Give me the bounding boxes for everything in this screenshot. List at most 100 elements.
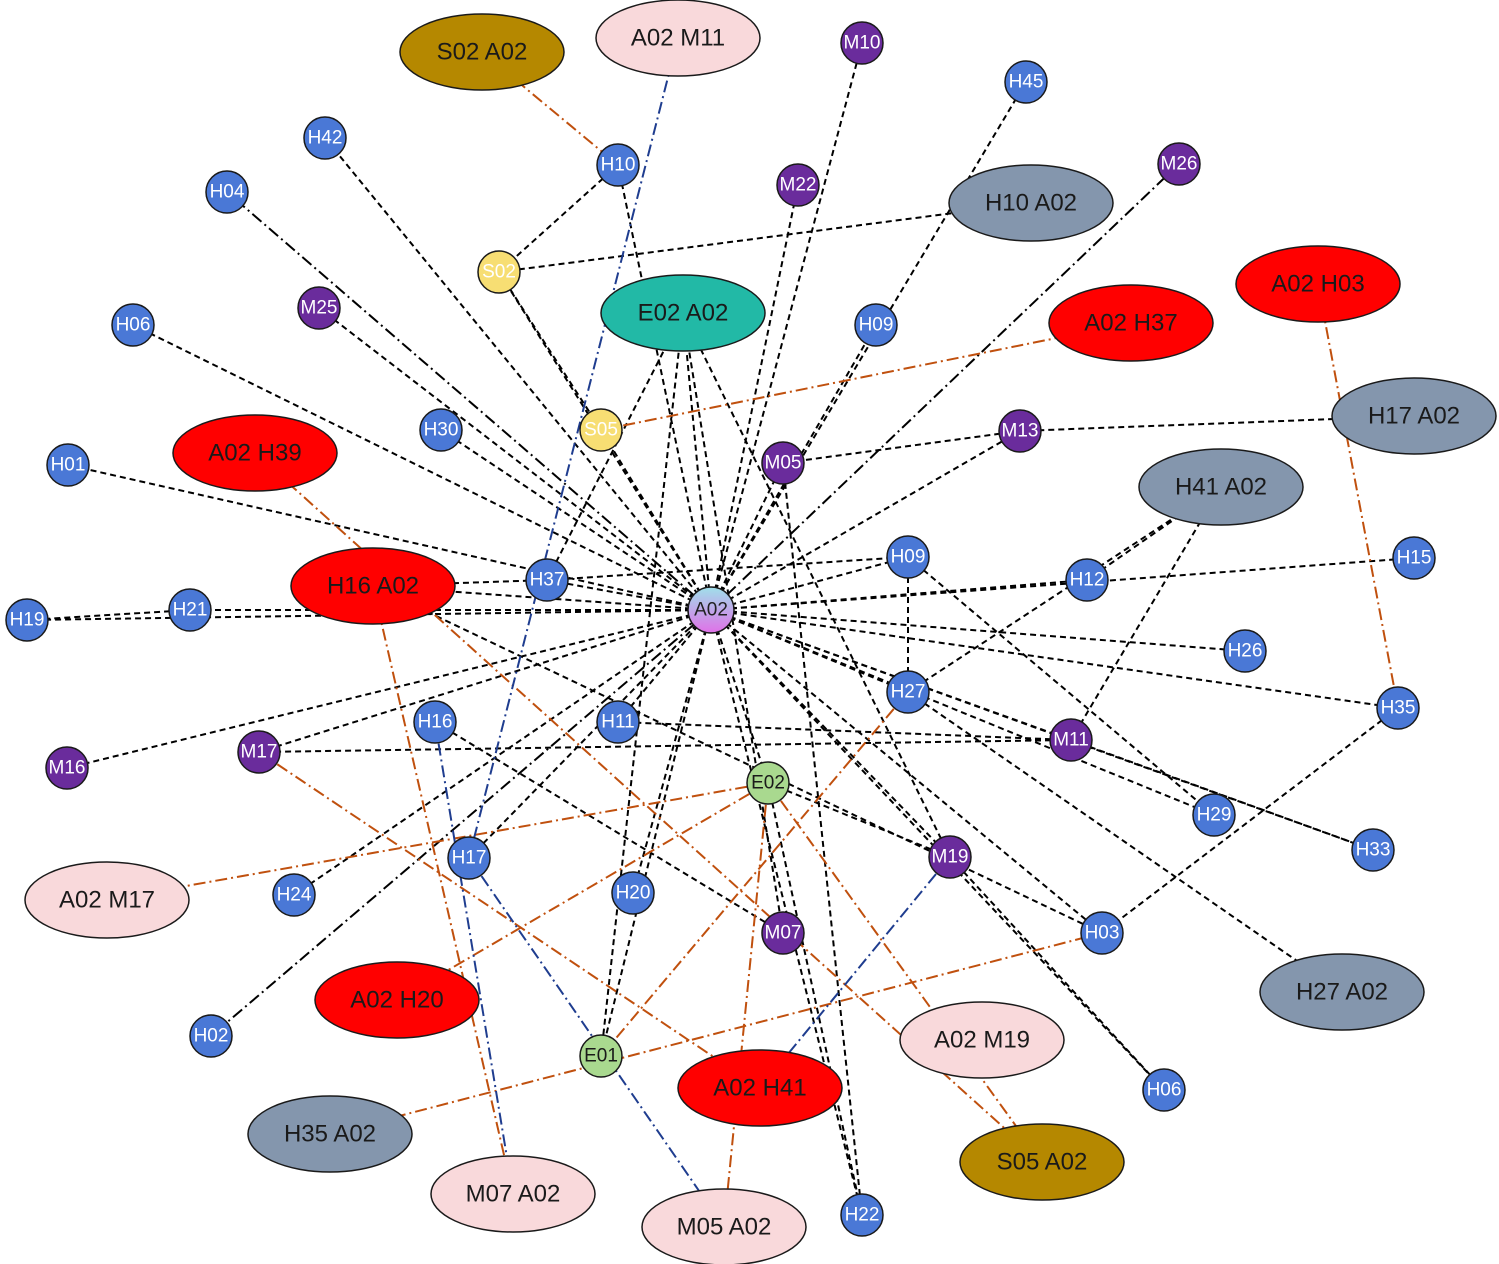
node-shape	[1235, 245, 1401, 323]
node-label: H19	[10, 610, 45, 631]
node-shape	[776, 163, 820, 207]
node-m16: M16	[45, 746, 89, 790]
edge-a02-m11-to-h17	[468, 37, 679, 859]
edge-h16-to-m07	[434, 721, 784, 934]
node-m10: M10	[840, 21, 884, 65]
edge-e02-to-h22	[767, 782, 863, 1216]
edge-h41-a02-to-h12	[1086, 486, 1222, 581]
edge-h10-to-s02	[498, 164, 619, 273]
node-shape	[290, 547, 456, 625]
node-label: A02 H03	[1271, 271, 1364, 298]
node-h45: H45	[1004, 60, 1048, 104]
node-a02-h37: A02 H37	[1048, 284, 1214, 362]
node-shape	[168, 588, 212, 632]
node-shape	[1049, 718, 1093, 762]
node-label: M07 A02	[466, 1181, 561, 1208]
node-label: A02 M17	[59, 887, 155, 914]
edge-a02-h20-to-e02	[396, 782, 769, 1001]
node-h09: H09	[886, 535, 930, 579]
edge-a02-to-h06	[132, 324, 712, 611]
node-label: H04	[210, 182, 245, 203]
node-shape	[677, 1049, 843, 1127]
node-h17: H17	[447, 836, 491, 880]
node-e02: E02	[746, 761, 790, 805]
edge-m05-to-h22	[782, 462, 863, 1216]
node-h09: H09	[854, 303, 898, 347]
nodes-layer: A02H10H42H04H06H01H30H09H45H37H21H19H09H…	[5, 0, 1497, 1264]
node-shape	[272, 873, 316, 917]
node-label: H42	[308, 128, 343, 149]
node-label: A02 H39	[208, 440, 301, 467]
node-label: H22	[845, 1205, 880, 1226]
node-label: E02	[751, 773, 785, 794]
node-a02-h39: A02 H39	[172, 414, 338, 492]
node-label: M13	[1002, 421, 1039, 442]
node-label: M11	[1053, 730, 1089, 751]
node-h30: H30	[419, 408, 463, 452]
edge-m11-to-h11	[617, 721, 1072, 741]
edge-a02-to-h15	[710, 557, 1415, 611]
node-m19: M19	[928, 835, 972, 879]
node-h27-a02: H27 A02	[1259, 953, 1425, 1031]
node-shape	[998, 409, 1042, 453]
edge-e02-a02-to-m19	[682, 312, 951, 858]
edge-h27-to-e01	[600, 691, 909, 1057]
node-label: H06	[116, 315, 151, 336]
node-label: H45	[1009, 72, 1044, 93]
node-m11: M11	[1049, 718, 1093, 762]
node-s05-a02: S05 A02	[959, 1123, 1125, 1201]
node-label: M07	[765, 923, 802, 944]
node-shape	[641, 1188, 807, 1264]
node-shape	[237, 730, 281, 774]
node-label: H09	[859, 315, 894, 336]
node-label: M05	[765, 453, 802, 474]
edge-a02-h03-to-h35	[1317, 283, 1399, 709]
node-shape	[189, 1014, 233, 1058]
node-shape	[205, 170, 249, 214]
node-label: M25	[301, 298, 338, 319]
edge-e02-a02-to-e01	[600, 312, 684, 1057]
node-shape	[111, 303, 155, 347]
node-h37: H37	[525, 558, 569, 602]
node-h10: H10	[596, 143, 640, 187]
node-label: H01	[51, 455, 86, 476]
edge-e02-to-m19	[767, 782, 951, 858]
edge-m13-to-m05	[782, 430, 1021, 464]
node-h02: H02	[189, 1014, 233, 1058]
edge-a02-to-m25	[318, 307, 712, 611]
edge-a02-to-m16	[66, 609, 712, 769]
node-label: H27	[891, 682, 926, 703]
node-a02-m19: A02 M19	[899, 1001, 1065, 1079]
edge-a02-to-m13	[710, 430, 1021, 611]
edge-m11-to-m17	[258, 739, 1072, 753]
node-shape	[45, 746, 89, 790]
node-h01: H01	[46, 443, 90, 487]
edge-h41-a02-to-m11	[1070, 486, 1222, 741]
node-label: H10	[601, 155, 636, 176]
node-shape	[840, 1193, 884, 1237]
edge-a02-to-e02	[710, 609, 769, 784]
node-label: H21	[173, 600, 208, 621]
node-s05: S05	[579, 408, 623, 452]
node-shape	[761, 911, 805, 955]
edge-a02-to-h20	[632, 609, 712, 894]
edge-a02-to-h12	[710, 579, 1088, 611]
edge-a02-to-h09	[710, 556, 909, 611]
node-h03: H03	[1080, 911, 1124, 955]
node-label: H37	[530, 570, 565, 591]
node-h06: H06	[1142, 1068, 1186, 1112]
node-shape	[1157, 142, 1201, 186]
node-label: H09	[891, 547, 926, 568]
node-label: H27 A02	[1296, 979, 1388, 1006]
node-shape	[525, 558, 569, 602]
edge-a02-to-m22	[710, 184, 799, 611]
node-shape	[1080, 911, 1124, 955]
node-label: E02 A02	[638, 300, 729, 327]
node-s02-a02: S02 A02	[399, 13, 565, 91]
node-a02-h03: A02 H03	[1235, 245, 1401, 323]
node-shape	[746, 761, 790, 805]
node-label: A02 M19	[934, 1027, 1030, 1054]
edge-a02-to-m05	[710, 462, 784, 611]
node-label: M05 A02	[677, 1214, 772, 1241]
